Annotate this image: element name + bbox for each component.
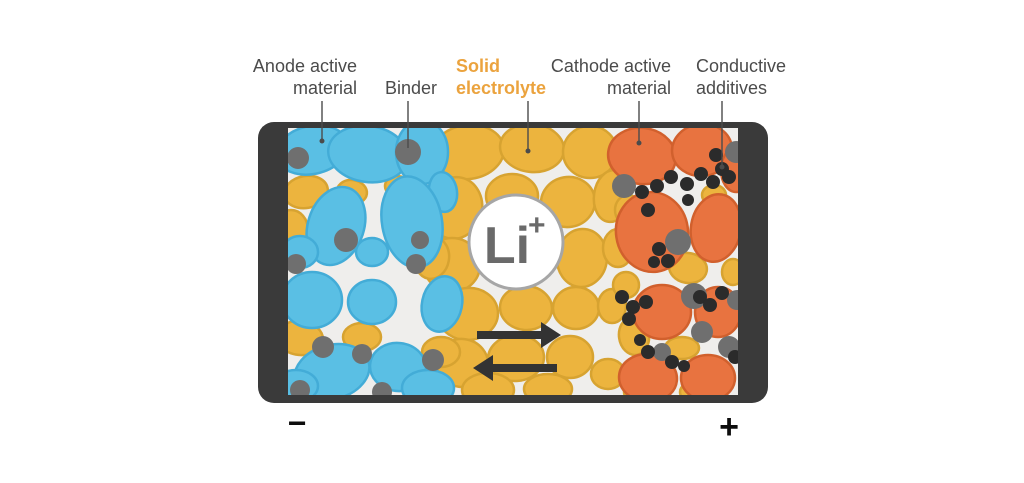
callout-labels: Anode active material Binder Solid elect… xyxy=(253,56,786,98)
electrolyte-label-line1: Solid xyxy=(456,56,500,76)
binder-particles xyxy=(288,139,738,395)
anode-label-line2: material xyxy=(293,78,357,98)
additives-label-line1: Conductive xyxy=(696,56,786,76)
lithium-ion-charge: + xyxy=(528,209,546,242)
cathode-label-line2: material xyxy=(607,78,671,98)
additives-label-line2: additives xyxy=(696,78,767,98)
ion-flow-arrows xyxy=(473,322,561,381)
electrolyte-pointer-dot xyxy=(525,148,531,154)
arrow-left-icon xyxy=(473,355,557,381)
binder-label: Binder xyxy=(385,78,437,98)
lithium-ion-circle xyxy=(467,193,565,291)
anode-pointer-dot xyxy=(319,138,325,144)
cathode-pointer-dot xyxy=(636,140,642,146)
anode-label-line1: Anode active xyxy=(253,56,357,76)
positive-terminal-sign: + xyxy=(719,408,739,446)
electrolyte-label-line2: electrolyte xyxy=(456,78,546,98)
cathode-label-line1: Cathode active xyxy=(551,56,671,76)
conductive-additive-particles xyxy=(615,148,738,372)
negative-terminal-sign: − xyxy=(288,405,307,441)
lithium-ion-symbol: Li xyxy=(484,217,530,275)
lithium-ion-badge: Li + xyxy=(467,193,565,291)
additives-pointer-dot xyxy=(719,164,725,170)
callout-pointers xyxy=(319,101,725,170)
arrow-right-icon xyxy=(477,322,561,348)
